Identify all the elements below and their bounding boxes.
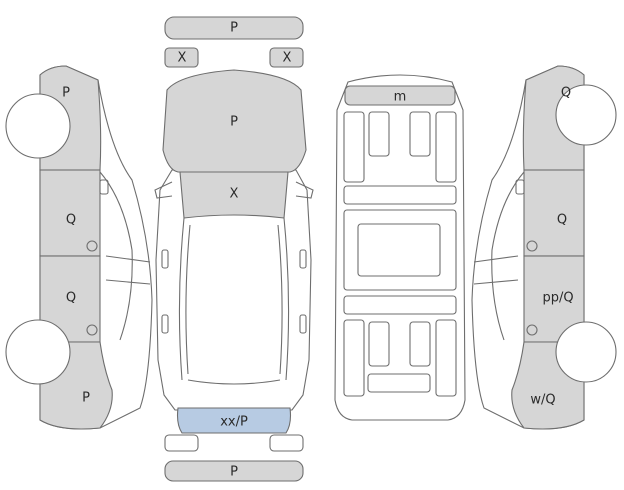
left-rear-quarter-label: P xyxy=(82,391,90,406)
cabin-frame xyxy=(343,209,457,291)
cabin-right-line xyxy=(283,217,290,381)
right-side-mirror-shape xyxy=(295,181,314,199)
cabin-left-line-inner xyxy=(185,224,191,375)
right-window-line-3 xyxy=(473,279,519,285)
rear-bumper-upper-panel[interactable] xyxy=(176,407,292,434)
right-front-wheel xyxy=(555,84,617,146)
left-front-door-label: Q xyxy=(66,213,76,228)
left-mirror-panel[interactable] xyxy=(164,47,199,68)
front-bumper-panel[interactable] xyxy=(164,16,304,40)
rear-window-line xyxy=(187,379,281,385)
rear-seat-frame-right xyxy=(435,319,457,397)
windshield-panel[interactable] xyxy=(179,171,289,219)
cabin-bar-1 xyxy=(343,185,457,205)
left-window-line-3 xyxy=(105,279,151,285)
left-handle-1 xyxy=(86,240,98,252)
trunk-bar xyxy=(367,373,431,393)
front-seat-frame-left xyxy=(343,111,365,183)
hood-label: P xyxy=(230,115,238,130)
left-rear-door-label: Q xyxy=(66,291,76,306)
right-door-handle-2 xyxy=(299,314,307,334)
windshield-label: X xyxy=(230,187,239,202)
left-window-line-2 xyxy=(105,255,151,263)
roof-front-panel[interactable] xyxy=(344,85,456,106)
left-rear-wheel xyxy=(5,319,71,385)
right-mirror-panel[interactable] xyxy=(269,47,304,68)
left-handle-2 xyxy=(86,324,98,336)
left-door-handle-2 xyxy=(161,314,169,334)
cabin-left-line xyxy=(178,217,185,381)
rear-bumper-lower-label: P xyxy=(230,465,238,480)
rear-bumper-upper-label: xx/P xyxy=(220,415,248,430)
right-mirror-small xyxy=(515,179,525,195)
right-window-line-2 xyxy=(473,255,519,263)
right-rear-door-label: pp/Q xyxy=(542,291,573,306)
left-mirror-label: X xyxy=(178,51,187,66)
cabin-right-line-inner xyxy=(277,224,283,375)
cabin-bar-2 xyxy=(343,295,457,315)
sunroof xyxy=(357,223,441,277)
roof-front-label: m xyxy=(394,90,407,105)
right-front-fender-label: Q xyxy=(561,86,571,101)
rear-seat-frame-left xyxy=(343,319,365,397)
right-rear-wheel xyxy=(555,321,617,383)
rear-seat-right xyxy=(409,321,431,367)
left-front-fender-label: P xyxy=(62,86,70,101)
front-seat-frame-right xyxy=(435,111,457,183)
right-handle-1 xyxy=(526,240,538,252)
left-mirror-small xyxy=(99,179,109,195)
left-side-mirror-shape xyxy=(154,181,173,199)
hood-panel[interactable] xyxy=(162,69,307,173)
left-front-wheel xyxy=(5,93,71,159)
left-door-handle-1 xyxy=(161,249,169,269)
right-rear-quarter-label: w/Q xyxy=(530,393,555,408)
left-rear-light[interactable] xyxy=(164,434,199,452)
right-door-handle-1 xyxy=(299,249,307,269)
front-seat-left xyxy=(368,111,390,157)
front-bumper-label: P xyxy=(230,21,238,36)
right-rear-light[interactable] xyxy=(269,434,304,452)
right-front-door-panel[interactable] xyxy=(523,169,585,257)
rear-bumper-lower-panel[interactable] xyxy=(164,460,304,482)
right-window-line-1 xyxy=(491,171,525,341)
interior-body-outline xyxy=(334,74,466,421)
top-view-body-outline xyxy=(155,169,312,411)
front-seat-right xyxy=(409,111,431,157)
right-mirror-label: X xyxy=(283,51,292,66)
left-window-line-1 xyxy=(99,171,133,341)
right-front-door-label: Q xyxy=(557,213,567,228)
rear-seat-left xyxy=(368,321,390,367)
right-handle-2 xyxy=(526,324,538,336)
